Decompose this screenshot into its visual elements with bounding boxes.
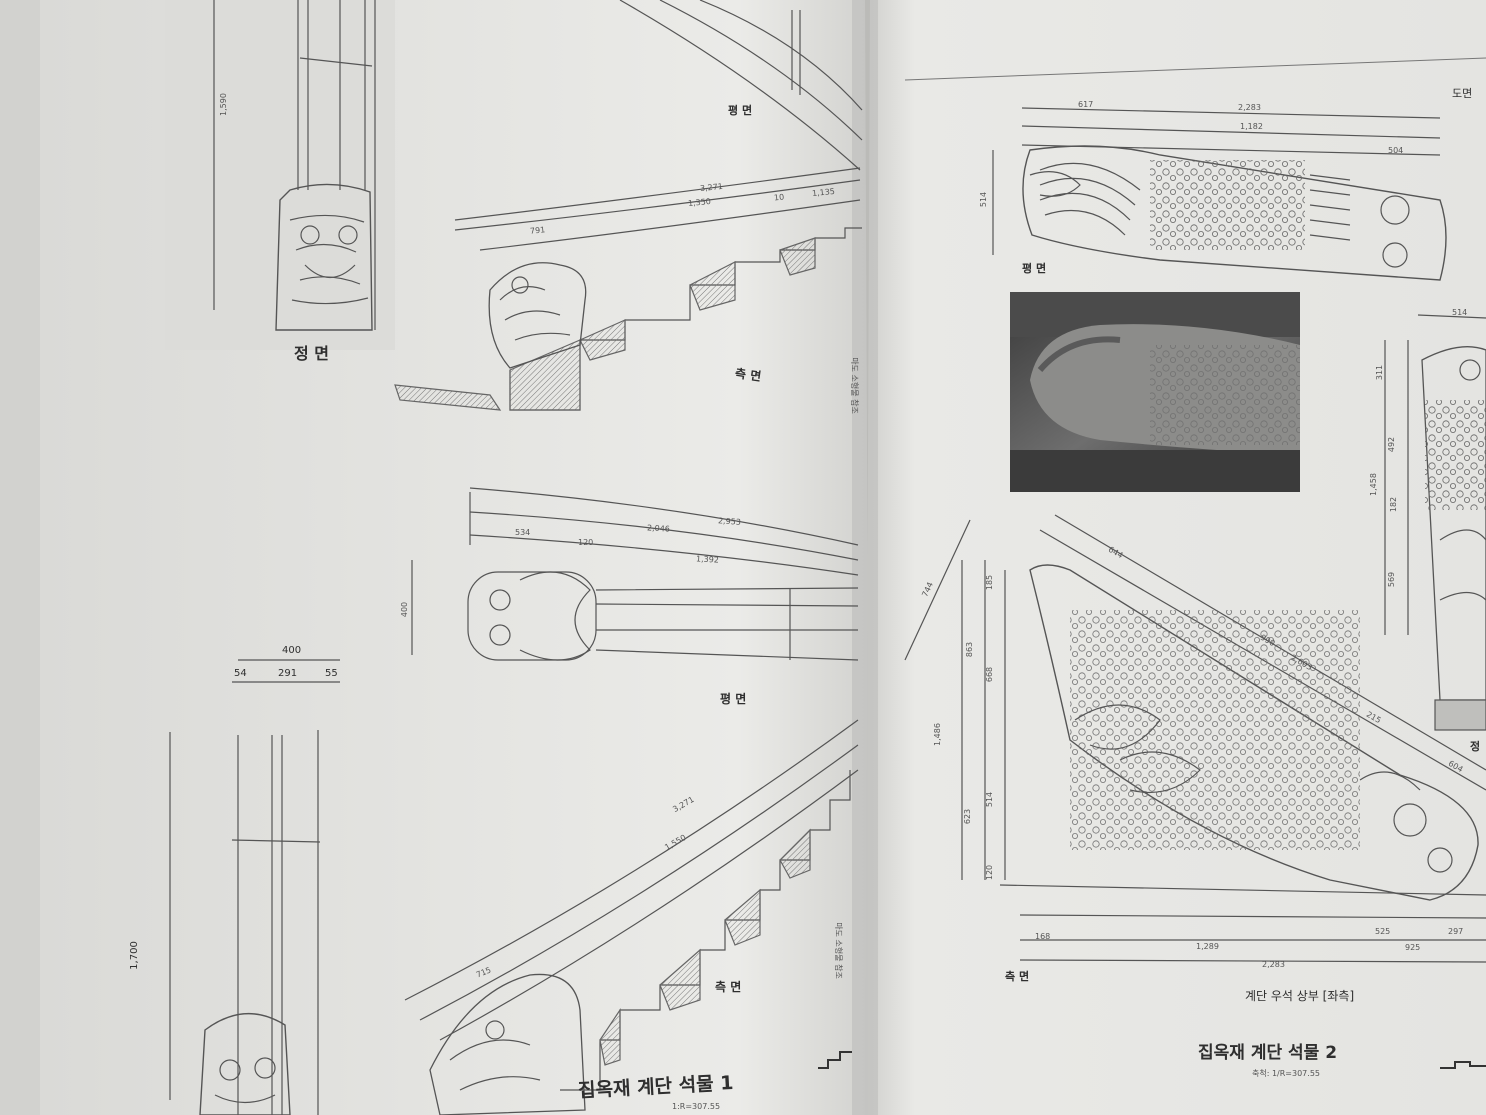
dim-label: 2,046 — [646, 523, 671, 534]
dim-label: 120 — [985, 864, 995, 881]
page-header-right: 도면 — [1452, 87, 1473, 100]
plan-view-right — [992, 107, 1447, 281]
dim-label: 1,289 — [1196, 942, 1219, 951]
scale-left: 1:R=307.55 — [672, 1102, 721, 1111]
dim-label: 1,392 — [695, 554, 720, 565]
dim-label: 120 — [578, 538, 594, 547]
dim-label: 400 — [400, 601, 410, 618]
dim-label: 492 — [1387, 436, 1397, 453]
plan-view-label-top: 평 면 — [728, 104, 753, 117]
side-view-label-bottom: 측 면 — [715, 980, 742, 994]
caption-right: 집옥재 계단 석물 2 — [1198, 1043, 1338, 1063]
front-view-label-right: 정 — [1470, 740, 1481, 753]
dim-label: 623 — [963, 808, 973, 825]
plan-view-label-bottom: 평 면 — [720, 692, 747, 706]
dim-label: 1,458 — [1368, 473, 1378, 496]
side-note: 마도 소형물 참조 — [833, 922, 843, 979]
dim-label: 514 — [985, 791, 995, 808]
dim-label: 504 — [1388, 146, 1404, 155]
front-view-partial — [1384, 314, 1486, 731]
dim-label: 291 — [278, 668, 298, 679]
dim-label: 514 — [979, 191, 989, 208]
dim-label: 185 — [985, 574, 995, 591]
plan-view-bottom — [411, 487, 859, 661]
dim-label: 514 — [1452, 308, 1468, 317]
side-note: 마도 소형물 참조 — [849, 357, 859, 414]
front-elevation-bottom — [169, 659, 340, 1115]
dim-label: 1,700 — [128, 941, 140, 970]
dim-label: 525 — [1375, 927, 1391, 936]
dim-label: 2,283 — [1238, 103, 1261, 112]
dim-label: 925 — [1405, 943, 1421, 952]
dim-label: 2,283 — [1262, 960, 1285, 969]
scale-right: 축척: 1/R=307.55 — [1252, 1069, 1320, 1078]
dim-label: 2,953 — [717, 516, 742, 527]
dim-label: 311 — [1375, 364, 1385, 381]
dim-label: 168 — [1035, 932, 1051, 941]
plan-view-top — [619, 0, 863, 171]
front-elevation-top — [165, 0, 395, 350]
dim-label: 1,590 — [218, 93, 228, 116]
gutter-shadow — [852, 0, 878, 1115]
dim-label: 10 — [773, 192, 785, 203]
front-view-label-top: 정 면 — [294, 344, 330, 363]
side-view-label-top: 측 면 — [734, 366, 763, 384]
side-view-top — [394, 167, 862, 411]
dim-label: 1,486 — [932, 723, 942, 746]
subcaption-right: 계단 우석 상부 [좌측] — [1245, 989, 1355, 1003]
dim-label: 534 — [515, 528, 531, 537]
dim-label: 668 — [985, 666, 995, 683]
scale-bar-left — [818, 1051, 852, 1069]
dim-label: 1,182 — [1240, 122, 1263, 131]
scale-bar-right — [1440, 1061, 1486, 1069]
dim-label: 400 — [282, 645, 302, 656]
side-view-right — [904, 514, 1486, 963]
dim-label: 863 — [965, 641, 975, 658]
dim-label: 182 — [1389, 496, 1399, 513]
dim-label: 55 — [325, 668, 338, 679]
dim-label: 54 — [234, 668, 247, 679]
stone-photo — [1010, 292, 1300, 492]
dim-label: 617 — [1078, 100, 1094, 109]
plan-view-label-right: 평 면 — [1022, 262, 1047, 275]
dim-label: 297 — [1448, 927, 1464, 936]
dim-label: 569 — [1387, 571, 1397, 588]
dim-label: 791 — [529, 225, 546, 236]
side-view-label-right: 측 면 — [1005, 970, 1030, 983]
side-view-bottom — [404, 719, 859, 1115]
